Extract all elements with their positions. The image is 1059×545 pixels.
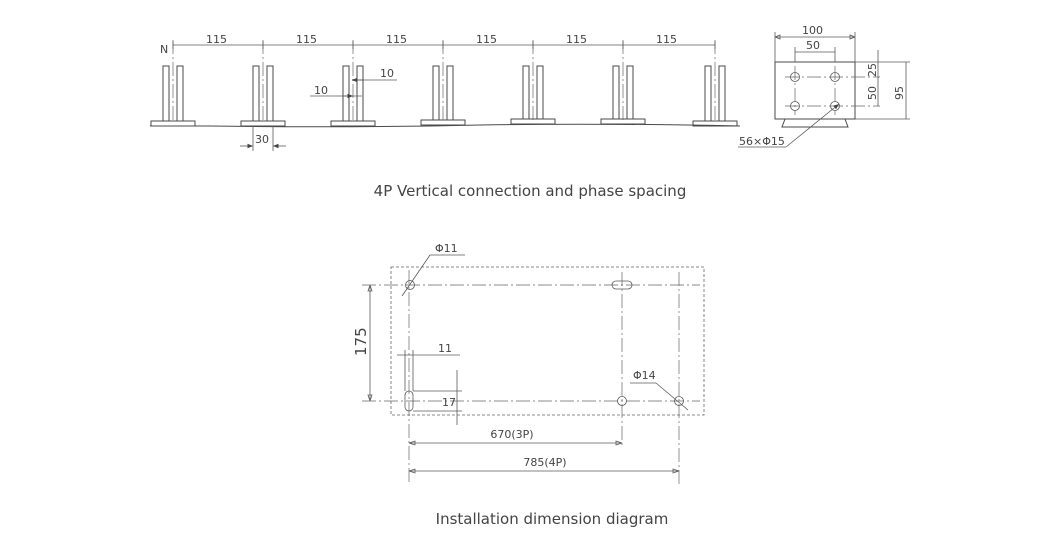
busbar-side-body bbox=[774, 61, 856, 120]
dim-17-label: 17 bbox=[442, 396, 456, 409]
holes-label: 56×Φ15 bbox=[739, 135, 785, 148]
spacing-label-1: 115 bbox=[206, 33, 227, 46]
busbar-assembly bbox=[510, 40, 556, 125]
bottom-caption: Installation dimension diagram bbox=[436, 510, 669, 528]
mount-hole-icon bbox=[674, 396, 684, 406]
phi11-label: Φ11 bbox=[435, 242, 458, 255]
dim-670-label: 670(3P) bbox=[490, 428, 533, 441]
top-caption: 4P Vertical connection and phase spacing bbox=[374, 182, 687, 200]
dim-50-top-label: 50 bbox=[806, 39, 820, 52]
dim-25-label: 25 bbox=[866, 63, 879, 77]
front-view: N 115 115 115 115 115 115 10 10 30 bbox=[150, 33, 741, 151]
dim-175-label: 175 bbox=[352, 327, 370, 356]
busbar-assembly bbox=[240, 40, 286, 127]
phi14-leader bbox=[655, 382, 689, 411]
busbar-assembly bbox=[600, 40, 646, 125]
spacing-label-3: 115 bbox=[386, 33, 407, 46]
phi11-leader bbox=[401, 254, 431, 297]
spacing-label-4: 115 bbox=[476, 33, 497, 46]
spacing-ticks bbox=[172, 41, 716, 49]
mount-hole-icon bbox=[617, 396, 627, 406]
installation-diagram: Φ11 Φ14 175 11 17 670(3P) 785(4P) bbox=[352, 242, 705, 485]
slot-icon bbox=[404, 390, 414, 412]
busbar-group bbox=[150, 40, 738, 127]
spacing-label-2: 115 bbox=[296, 33, 317, 46]
dim-30-label: 30 bbox=[255, 133, 269, 146]
mount-hole-icon bbox=[405, 280, 415, 290]
outline-rect bbox=[390, 266, 705, 416]
phi14-label: Φ14 bbox=[633, 369, 656, 382]
dim-50-side-label: 50 bbox=[866, 86, 879, 100]
busbar-assembly bbox=[150, 40, 196, 127]
side-view: 100 50 25 50 95 56×Φ15 bbox=[738, 24, 910, 148]
dim-95-label: 95 bbox=[893, 86, 906, 100]
slot-icon bbox=[611, 280, 633, 290]
dim-10-right-label: 10 bbox=[380, 67, 394, 80]
spacing-label-6: 115 bbox=[656, 33, 677, 46]
holes-leader bbox=[785, 103, 840, 148]
neutral-label: N bbox=[160, 43, 168, 56]
dim-785-label: 785(4P) bbox=[523, 456, 566, 469]
spacing-label-5: 115 bbox=[566, 33, 587, 46]
busbar-assembly bbox=[692, 40, 738, 127]
dim-100-label: 100 bbox=[802, 24, 823, 37]
base-line bbox=[150, 123, 741, 128]
dim-10-left-label: 10 bbox=[314, 84, 328, 97]
busbar-assembly bbox=[330, 40, 376, 127]
dim-11-label: 11 bbox=[438, 342, 452, 355]
busbar-assembly bbox=[420, 40, 466, 126]
